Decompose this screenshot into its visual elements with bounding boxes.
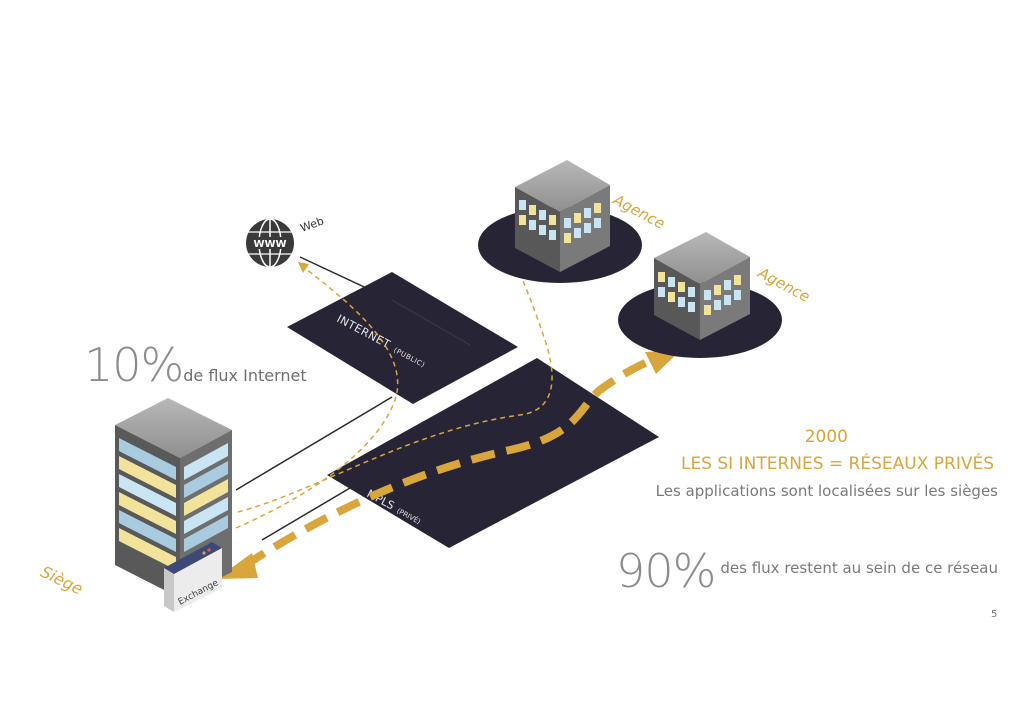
svg-text:WWW: WWW: [253, 239, 286, 250]
agence-building-2: [618, 232, 782, 358]
thick-arrow-right: [645, 350, 681, 374]
network-stat: 90% des flux restent au sein de ce résea…: [616, 544, 998, 598]
link-siege-internet: [235, 396, 393, 491]
dashed-path-agence: [237, 261, 553, 513]
info-subline: Les applications sont localisées sur les…: [655, 482, 998, 500]
info-headline: LES SI INTERNES = RÉSEAUX PRIVÉS: [680, 454, 994, 474]
page-number: 5: [991, 609, 998, 620]
internet-percent: 10%: [84, 338, 184, 392]
agence-building-1: [478, 160, 642, 283]
dashed-path-web: [235, 265, 399, 529]
internet-plane-line: [391, 299, 471, 346]
info-year: 2000: [804, 427, 848, 447]
dashed-arrow-web-head: [298, 262, 309, 273]
thick-dashed-path: [241, 356, 654, 570]
internet-stat: 10%de flux Internet: [84, 338, 307, 392]
network-flux-text: des flux restent au sein de ce réseau: [720, 559, 998, 577]
www-globe-icon: WWW: [246, 218, 294, 268]
link-siege-mpls: [261, 487, 351, 541]
network-percent: 90%: [616, 544, 716, 598]
web-label: Web: [299, 214, 326, 234]
internet-plane: [287, 272, 518, 404]
internet-flux-text: de flux Internet: [183, 366, 307, 385]
